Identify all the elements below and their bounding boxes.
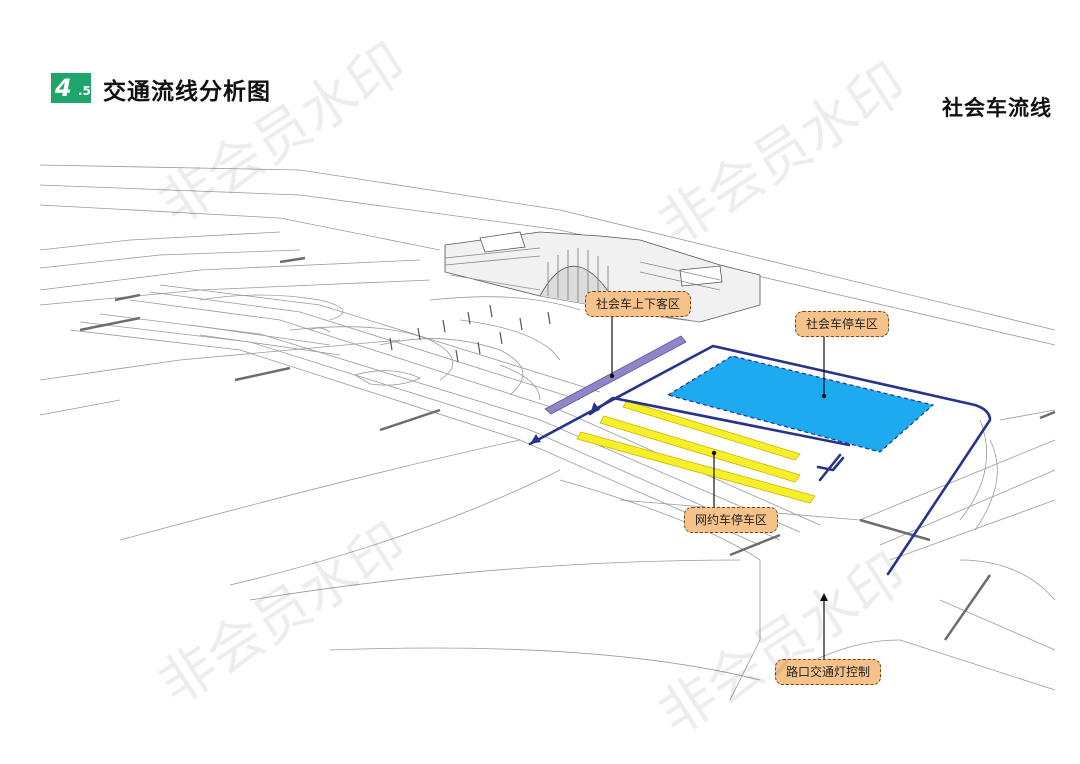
section-subnumber: .5 — [78, 84, 91, 98]
road-linework — [39, 164, 1056, 701]
route-arrowhead-parking — [590, 402, 600, 414]
label-ride-hailing-parking: 网约车停车区 — [684, 507, 779, 533]
ride-hailing-lane-1 — [622, 400, 801, 461]
ride-hailing-lane-2 — [599, 415, 801, 483]
label-traffic-light-control: 路口交通灯控制 — [775, 659, 882, 685]
label-dropoff-zone: 社会车上下客区 — [585, 291, 692, 317]
pedestrian-crossings — [79, 256, 1056, 641]
page-title: 交通流线分析图 — [103, 79, 271, 105]
ride-hailing-lane-3 — [576, 431, 816, 504]
route-arrowhead-dropoff — [530, 434, 541, 444]
label-social-car-parking: 社会车停车区 — [795, 311, 890, 337]
dropoff-zone — [544, 335, 687, 415]
pedestrians — [389, 304, 551, 363]
traffic-light-arrowhead — [820, 593, 828, 601]
social-car-parking-area — [666, 355, 935, 453]
section-number-badge: 4 .5 — [51, 73, 91, 103]
section-title: 社会车流线 — [942, 96, 1052, 120]
section-number: 4 — [55, 74, 72, 102]
label-leaders — [611, 313, 825, 663]
